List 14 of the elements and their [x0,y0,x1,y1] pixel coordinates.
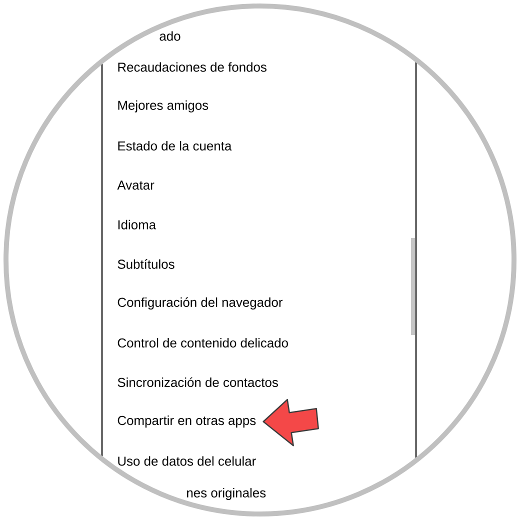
menu-item: Recaudaciones de fondos [118,62,266,72]
menu-item: Sincronización de contactos [118,377,278,388]
menu-item: ado [160,31,180,41]
menu-item: Idioma [118,220,156,230]
arrow [262,398,319,446]
menu-item: Avatar [117,180,154,190]
menu-item: Compartir en otras apps [118,416,256,428]
menu-item: Subtítulos [118,259,174,269]
menu-item: nes originales [187,488,266,500]
menu-item: Estado de la cuenta [118,141,232,151]
menu-item: Mejores amigos [118,100,208,112]
menu-item: Configuración del navegador [118,297,283,310]
menu-item: Uso de datos del celular [118,456,256,466]
menu-item: Control de contenido delicado [118,338,288,348]
